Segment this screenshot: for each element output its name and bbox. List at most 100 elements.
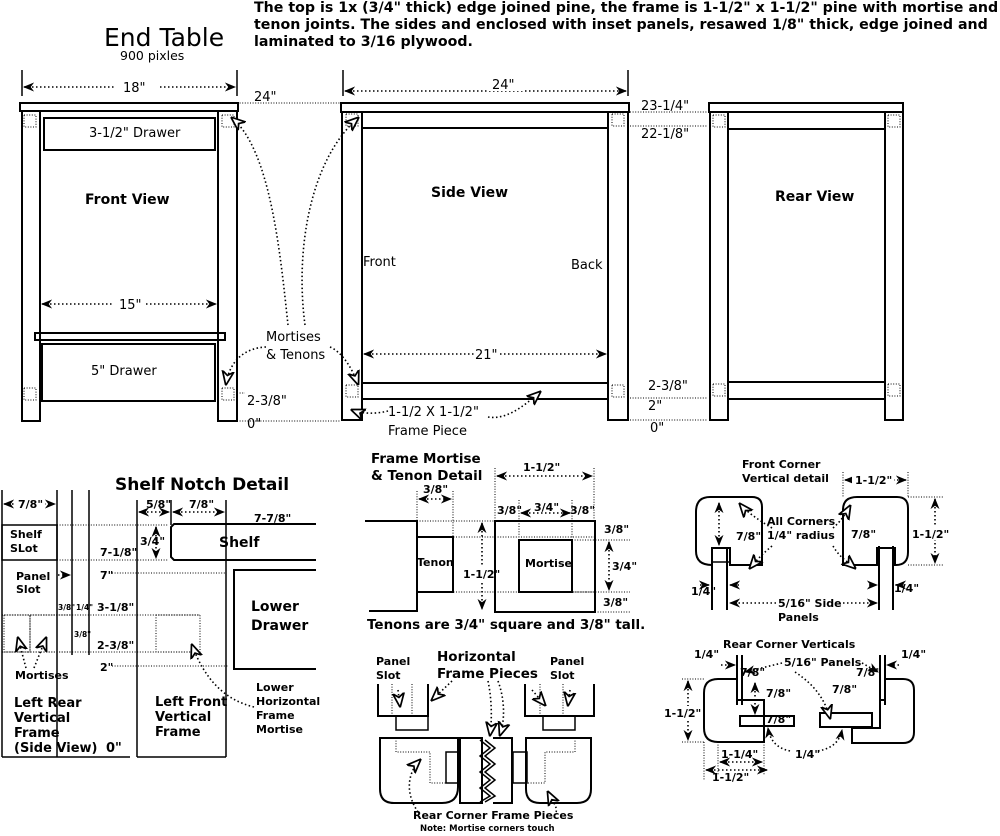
- front-inner-width: 15": [119, 298, 142, 313]
- shelf-h-2-3-8: 2-3/8": [97, 639, 134, 652]
- height-24: 24": [254, 90, 277, 105]
- mt-title-2: & Tenon Detail: [371, 468, 482, 484]
- shelf-slot-2: SLot: [10, 542, 38, 555]
- shelf-d-7-8-a: 7/8": [18, 498, 43, 511]
- shelf-label: Shelf: [219, 535, 260, 551]
- rear-view: Rear View: [708, 102, 904, 421]
- shelf-d-5-8: 5/8": [146, 498, 171, 511]
- side-view-label: Side View: [431, 185, 508, 201]
- rc-d-1-4-b: 1/4": [901, 648, 926, 661]
- tenon-label: Tenon: [417, 556, 454, 569]
- drawing-title: End Table: [104, 23, 224, 52]
- shelf-s-3-8: 3/8": [58, 603, 75, 612]
- mt-d-1-1-2-a: 1-1/2": [463, 568, 500, 581]
- rc-d-7-8-b: 7/8": [766, 687, 791, 700]
- side-front-label: Front: [363, 255, 396, 270]
- mortise-tenon-detail: Frame Mortise & Tenon Detail Tenon 3/8" …: [365, 451, 645, 633]
- front-width-label: 18": [123, 81, 146, 96]
- rc-d-7-8-c: 7/8": [832, 683, 857, 696]
- hf-title-1: Horizontal: [437, 649, 516, 665]
- fc-panels-1: 5/16" Side: [778, 597, 842, 610]
- mt-d-3-4-a: 3/4": [534, 501, 559, 514]
- front-drawer-top: 3-1/2" Drawer: [89, 126, 181, 141]
- mt-d-1-1-2-b: 1-1/2": [523, 461, 560, 474]
- left-rear-4: (Side View): [14, 741, 97, 756]
- rc-panels: 5/16" Panels: [784, 656, 862, 669]
- horizontal-frame-pieces: Horizontal Frame Pieces Panel Slot Panel…: [376, 649, 595, 834]
- fc-d-1-1-2-a: 1-1/2": [855, 474, 892, 487]
- callout-mortises: Mortises: [266, 330, 321, 345]
- lower-horiz-1: Lower: [256, 681, 294, 694]
- rc-d-1-1-2-a: 1-1/2": [664, 707, 701, 720]
- hf-note: Note: Mortise corners touch: [420, 824, 555, 834]
- mt-d-3-8-d: 3/8": [604, 523, 629, 536]
- tenon-note: Tenons are 3/4" square and 3/8" tall.: [367, 617, 645, 633]
- rc-d-7-8-e: 7/8": [766, 713, 791, 726]
- fc-all-corners-1: All Corners: [767, 515, 836, 528]
- hf-title-2: Frame Pieces: [437, 666, 538, 682]
- left-front-3: Frame: [155, 725, 201, 740]
- mortise-callouts: Mortises & Tenons 1-1/2 X 1-1/2" Frame P…: [226, 118, 540, 439]
- panel-slot-2: Slot: [16, 583, 41, 596]
- mt-d-3-4-b: 3/4": [612, 560, 637, 573]
- front-view-label: Front View: [85, 192, 170, 208]
- fc-d-1-1-2-b: 1-1/2": [912, 528, 949, 541]
- side-view: 24" Side View Front Back 21": [340, 70, 630, 421]
- rc-d-7-8-a: 7/8": [740, 666, 765, 679]
- construction-notes: The top is 1x (3/4" thick) edge joined p…: [254, 0, 999, 50]
- fc-all-corners-2: 1/4" radius: [767, 529, 835, 542]
- height-0-right: 0": [650, 421, 664, 436]
- lower-horiz-4: Mortise: [256, 723, 303, 736]
- fc-d-7-8-b: 7/8": [851, 528, 876, 541]
- front-corner-detail: Front Corner Vertical detail 1-1/2" All …: [691, 458, 950, 624]
- fc-title-1: Front Corner: [742, 458, 821, 471]
- callout-tenons: & Tenons: [266, 348, 325, 363]
- height-2-3-8-right: 2-3/8": [648, 379, 688, 394]
- shelf-h-7-1-8: 7-1/8": [100, 546, 137, 559]
- fc-d-1-4-a: 1/4": [691, 585, 716, 598]
- shelf-h-2: 2": [100, 661, 113, 674]
- left-rear-2: Vertical: [14, 711, 70, 726]
- rc-d-1-1-2-b: 1-1/2": [712, 771, 749, 784]
- left-rear-3: Frame: [14, 726, 60, 741]
- mt-d-3-8-b: 3/8": [497, 504, 522, 517]
- shelf-s-1-4: 1/4": [76, 603, 93, 612]
- shelf-d-3-4: 3/4": [140, 535, 165, 548]
- hf-panel-slot-2a: Panel: [550, 655, 584, 668]
- panel-slot-1: Panel: [16, 570, 50, 583]
- height-0-left: 0": [247, 417, 261, 432]
- mortise-label: Mortise: [525, 557, 572, 570]
- rc-d-1-1-4: 1-1/4": [721, 748, 758, 761]
- mt-d-3-8-e: 3/8": [603, 596, 628, 609]
- shelf-mortises: Mortises: [15, 669, 69, 682]
- hf-panel-slot-1a: Panel: [376, 655, 410, 668]
- side-inner-width: 21": [475, 348, 498, 363]
- front-drawer-bottom: 5" Drawer: [91, 364, 157, 379]
- rc-d-1-4-a: 1/4": [694, 648, 719, 661]
- lower-horiz-2: Horizontal: [256, 695, 320, 708]
- rc-title: Rear Corner Verticals: [723, 638, 856, 651]
- shelf-notch-detail: Shelf Notch Detail 7/8" Shelf SLot Panel…: [1, 475, 320, 758]
- height-22-1-8: 22-1/8": [641, 127, 689, 142]
- lower-horiz-3: Frame: [256, 709, 295, 722]
- shelf-d-7-8-b: 7/8": [189, 498, 214, 511]
- left-rear-1: Left Rear: [14, 696, 82, 711]
- hf-rear-corner: Rear Corner Frame Pieces: [413, 809, 574, 822]
- side-width-label: 24": [492, 78, 515, 93]
- height-2-3-8-left: 2-3/8": [247, 394, 287, 409]
- fc-panels-2: Panels: [778, 611, 819, 624]
- shelf-h-3-1-8: 3-1/8": [97, 601, 134, 614]
- mt-title-1: Frame Mortise: [371, 451, 481, 467]
- height-23-1-4: 23-1/4": [641, 99, 689, 114]
- shelf-notch-title: Shelf Notch Detail: [115, 475, 289, 495]
- rear-view-label: Rear View: [775, 189, 854, 205]
- callout-frame-piece: Frame Piece: [388, 424, 467, 439]
- height-lines: 24" 23-1/4" 22-1/8" 2-3/8" 0" 2-3/8" 2" …: [237, 90, 708, 436]
- mt-d-3-8-a: 3/8": [423, 483, 448, 496]
- fc-title-2: Vertical detail: [742, 472, 829, 485]
- rc-d-1-4-c: 1/4": [795, 748, 820, 761]
- shelf-h-7-7-8: 7-7/8": [254, 512, 291, 525]
- shelf-s-3-8-b: 3/8": [74, 630, 91, 639]
- shelf-h-7: 7": [100, 569, 113, 582]
